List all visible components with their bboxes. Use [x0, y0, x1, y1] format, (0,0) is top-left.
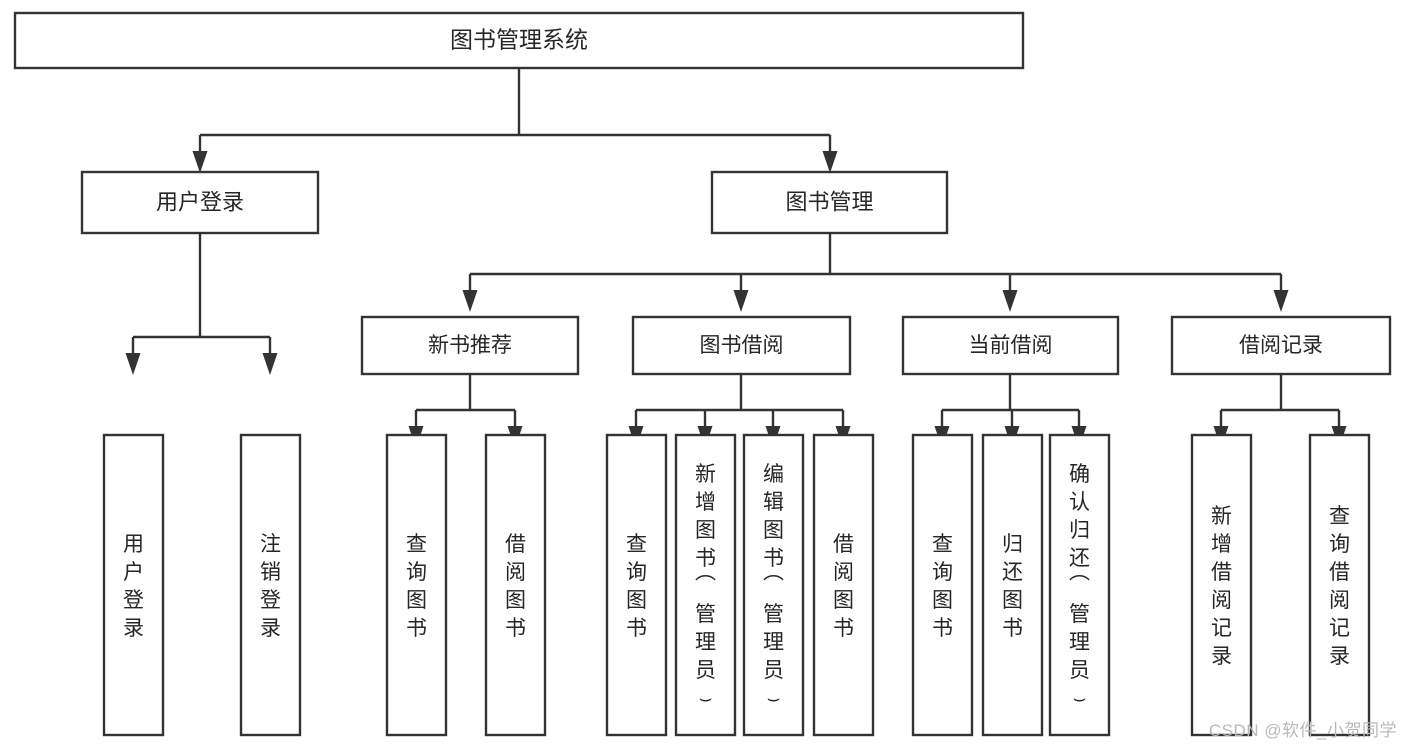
- node-box[interactable]: [981, 433, 1044, 737]
- level2-node-用户登录[interactable]: 用户登录: [80, 170, 320, 235]
- node-box[interactable]: [102, 433, 165, 737]
- node-box[interactable]: [742, 433, 805, 737]
- connector-root-to-level2: [192, 68, 838, 173]
- connector-newbook-to-leaves: [408, 374, 523, 448]
- leaf-node-归还图书-9[interactable]: 归还图书: [981, 433, 1044, 737]
- node-box[interactable]: [360, 315, 580, 376]
- leaf-node-查询图书-8[interactable]: 查询图书: [911, 433, 974, 737]
- node-box[interactable]: [710, 170, 949, 235]
- leaf-label: 确认归还⌒管理员⌣: [1069, 463, 1090, 710]
- node-label: 新书推荐: [428, 334, 512, 357]
- leaf-node-确认归还管理员-10[interactable]: 确认归还⌒管理员⌣: [1048, 433, 1111, 737]
- leaf-node-注销登录-1[interactable]: 注销登录: [239, 433, 302, 737]
- node-box[interactable]: [1170, 315, 1392, 376]
- node-box[interactable]: [605, 433, 668, 737]
- node-box[interactable]: [674, 433, 737, 737]
- leaf-node-借阅图书-3[interactable]: 借阅图书: [484, 433, 547, 737]
- leaf-label: 查询图书: [406, 533, 427, 640]
- root-node-图书管理系统[interactable]: 图书管理系统: [13, 11, 1025, 70]
- leaf-label: 借阅图书: [833, 533, 854, 640]
- node-label: 图书管理系统: [450, 27, 588, 53]
- leaf-label: 借阅图书: [505, 533, 526, 640]
- arrow-head-icon: [733, 290, 749, 312]
- leaf-node-新增图书管理员-5[interactable]: 新增图书⌒管理员⌣: [674, 433, 737, 737]
- node-box[interactable]: [812, 433, 875, 737]
- node-box[interactable]: [901, 315, 1120, 376]
- leaf-label: 查询图书: [932, 533, 953, 640]
- arrow-head-icon: [192, 151, 208, 173]
- leaf-node-查询图书-4[interactable]: 查询图书: [605, 433, 668, 737]
- level3-node-当前借阅[interactable]: 当前借阅: [901, 315, 1120, 376]
- connector-lines-layer: [125, 68, 1347, 448]
- leaf-label: 注销登录: [260, 533, 281, 640]
- node-box[interactable]: [1308, 433, 1371, 737]
- node-box[interactable]: [631, 315, 852, 376]
- node-box[interactable]: [80, 170, 320, 235]
- connector-bookmgmt-to-level3: [462, 233, 1289, 312]
- node-label: 用户登录: [156, 189, 244, 214]
- node-box[interactable]: [1190, 433, 1253, 737]
- leaf-label: 查询借阅记录: [1329, 505, 1350, 668]
- leaf-label: 归还图书: [1002, 533, 1023, 640]
- node-box[interactable]: [911, 433, 974, 737]
- level3-node-图书借阅[interactable]: 图书借阅: [631, 315, 852, 376]
- node-box[interactable]: [13, 11, 1025, 70]
- arrow-head-icon: [462, 290, 478, 312]
- leaf-label: 用户登录: [123, 533, 144, 640]
- level2-node-图书管理[interactable]: 图书管理: [710, 170, 949, 235]
- leaf-label: 编辑图书⌒管理员⌣: [763, 463, 784, 710]
- node-label: 图书管理: [785, 189, 873, 214]
- node-box[interactable]: [484, 433, 547, 737]
- arrow-head-icon: [125, 353, 141, 375]
- leaf-node-编辑图书管理员-6[interactable]: 编辑图书⌒管理员⌣: [742, 433, 805, 737]
- node-label: 当前借阅: [969, 334, 1053, 357]
- node-boxes-layer: 图书管理系统用户登录图书管理新书推荐图书借阅当前借阅借阅记录用户登录注销登录查询…: [13, 11, 1392, 737]
- leaf-label: 查询图书: [626, 533, 647, 640]
- arrow-head-icon: [1273, 290, 1289, 312]
- leaf-node-新增借阅记录-11[interactable]: 新增借阅记录: [1190, 433, 1253, 737]
- node-label: 借阅记录: [1239, 334, 1323, 357]
- leaf-label: 新增借阅记录: [1211, 505, 1232, 668]
- connector-userlogin-to-leaves: [125, 233, 278, 375]
- node-box[interactable]: [1048, 433, 1111, 737]
- arrow-head-icon: [262, 353, 278, 375]
- node-label: 图书借阅: [700, 334, 784, 357]
- arrow-head-icon: [822, 151, 838, 173]
- node-box[interactable]: [385, 433, 448, 737]
- leaf-node-用户登录-0[interactable]: 用户登录: [102, 433, 165, 737]
- leaf-node-借阅图书-7[interactable]: 借阅图书: [812, 433, 875, 737]
- level3-node-借阅记录[interactable]: 借阅记录: [1170, 315, 1392, 376]
- arrow-head-icon: [1002, 290, 1018, 312]
- leaf-node-查询图书-2[interactable]: 查询图书: [385, 433, 448, 737]
- node-box[interactable]: [239, 433, 302, 737]
- leaf-node-查询借阅记录-12[interactable]: 查询借阅记录: [1308, 433, 1371, 737]
- leaf-label: 新增图书⌒管理员⌣: [695, 463, 716, 710]
- level3-node-新书推荐[interactable]: 新书推荐: [360, 315, 580, 376]
